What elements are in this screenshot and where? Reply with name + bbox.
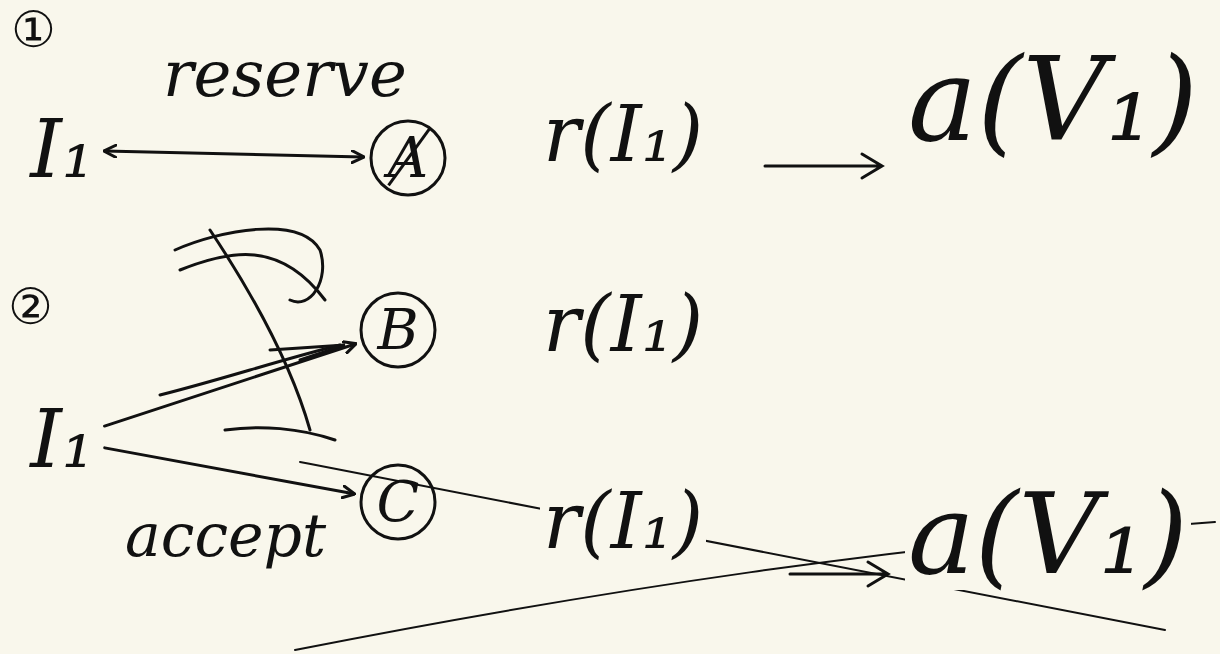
formula-text: r(I₁) bbox=[540, 482, 706, 560]
circle-outline bbox=[371, 121, 445, 195]
state-circle: C bbox=[359, 463, 437, 541]
scribble bbox=[210, 230, 310, 430]
scribble bbox=[160, 345, 340, 395]
implies-arrow bbox=[765, 154, 882, 178]
arrow-connector bbox=[105, 151, 363, 157]
arrow-connector bbox=[105, 344, 356, 426]
formula-text: a(V₁) bbox=[905, 42, 1201, 158]
step-number: ① bbox=[8, 5, 59, 55]
step-number: ② bbox=[5, 282, 56, 332]
formula-text: r(I₁) bbox=[540, 95, 706, 173]
edge-label: reserve bbox=[160, 42, 410, 106]
node-text: C bbox=[377, 474, 420, 530]
strike-line bbox=[389, 128, 430, 185]
node-text: A bbox=[388, 130, 428, 186]
node-text: B bbox=[377, 302, 418, 358]
arrow-connector bbox=[105, 448, 354, 494]
circle-outline bbox=[361, 465, 435, 539]
node-text: I₁ bbox=[30, 110, 94, 190]
formula-text: r(I₁) bbox=[540, 285, 706, 363]
node-text: I₁ bbox=[30, 400, 94, 480]
formula-text: a(V₁) bbox=[905, 478, 1191, 590]
edge-label: accept bbox=[122, 505, 329, 565]
item-text: I₁ bbox=[25, 397, 99, 483]
state-circle: B bbox=[359, 291, 437, 369]
scribble bbox=[180, 255, 325, 300]
state-circle: A bbox=[369, 119, 447, 197]
item-text: I₁ bbox=[25, 107, 99, 193]
scribble bbox=[225, 428, 335, 440]
circle-outline bbox=[361, 293, 435, 367]
